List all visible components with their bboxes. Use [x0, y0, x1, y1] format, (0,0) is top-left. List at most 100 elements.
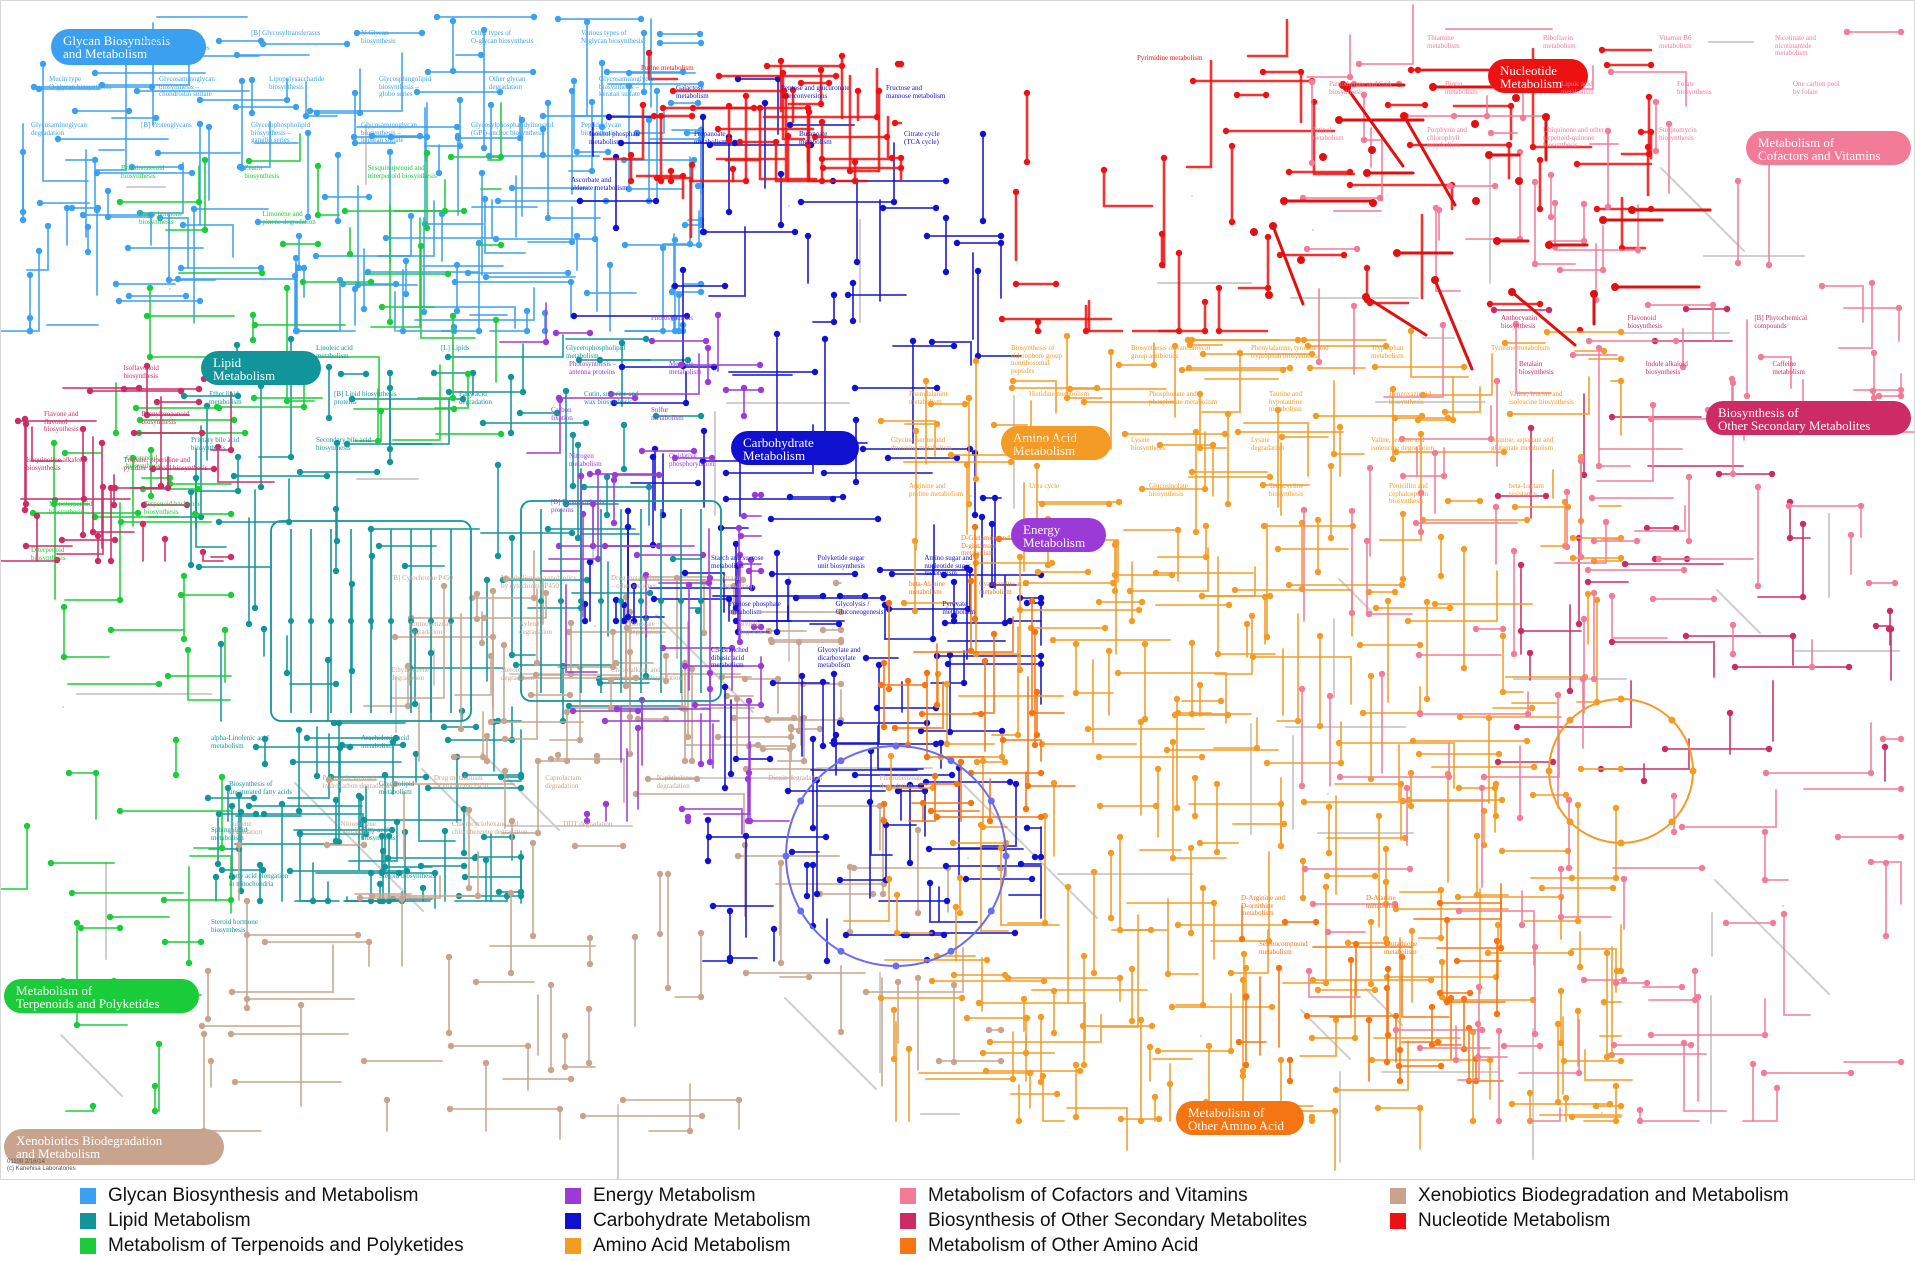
- reaction-path: [655, 176, 693, 239]
- legend-item: Carbohydrate Metabolism: [565, 1209, 811, 1233]
- compound-node: [637, 15, 645, 23]
- compound-node: [517, 771, 525, 779]
- compound-node: [1460, 1045, 1468, 1053]
- compound-node: [1617, 695, 1625, 703]
- compound-node: [304, 213, 312, 221]
- compound-node: [235, 791, 243, 799]
- compound-node: [404, 702, 412, 710]
- compound-node: [1395, 1062, 1403, 1070]
- compound-node: [1366, 464, 1374, 472]
- reaction-path: [1261, 70, 1303, 124]
- pathway-label: Phenylalanine metabolism: [909, 390, 949, 406]
- compound-node: [581, 617, 589, 625]
- compound-node: [642, 672, 650, 680]
- compound-node: [450, 753, 458, 761]
- compound-node: [77, 924, 85, 932]
- nucleotide-path: [1271, 224, 1305, 306]
- compound-node: [974, 267, 982, 275]
- compound-node: [252, 743, 260, 751]
- compound-node: [979, 494, 987, 502]
- compound-node: [1224, 500, 1232, 508]
- compound-node: [702, 337, 710, 345]
- compound-node: [1128, 1017, 1136, 1025]
- compound-node: [625, 185, 633, 193]
- pathway-label: Isoflavonoid biosynthesis: [123, 364, 159, 380]
- compound-node: [1617, 1102, 1625, 1110]
- compound-node: [1536, 300, 1544, 308]
- compound-node: [953, 780, 961, 788]
- reaction-path: [870, 750, 893, 856]
- compound-node: [1031, 853, 1039, 861]
- compound-node: [1493, 377, 1501, 385]
- compound-node: [1760, 1069, 1768, 1077]
- compound-node: [656, 30, 664, 38]
- compound-node: [355, 792, 363, 800]
- compound-node: [610, 519, 618, 527]
- compound-node: [832, 72, 840, 80]
- compound-node: [897, 154, 905, 162]
- compound-node: [1612, 979, 1620, 987]
- compound-node: [1580, 976, 1588, 984]
- reaction-path: [758, 106, 818, 181]
- reaction-path: [991, 626, 1019, 736]
- compound-node: [563, 757, 571, 765]
- pathway-label: Benzoxazinoid biosynthesis: [1389, 390, 1431, 406]
- reaction-path: [1034, 826, 1042, 858]
- compound-node: [1431, 600, 1439, 608]
- compound-node: [445, 1029, 453, 1037]
- compound-node: [99, 483, 107, 491]
- reaction-path: [1410, 330, 1469, 378]
- compound-node: [1435, 206, 1443, 214]
- compound-node: [624, 613, 632, 621]
- compound-node: [1009, 1075, 1017, 1083]
- compound-node: [588, 167, 596, 175]
- compound-node: [86, 387, 94, 395]
- compound-node: [1573, 160, 1581, 168]
- compound-node: [979, 1049, 987, 1057]
- compound-node: [378, 832, 386, 840]
- compound-node: [634, 724, 642, 732]
- compound-node: [1431, 449, 1439, 457]
- compound-node: [524, 1042, 532, 1050]
- pathway-label: Arachidonic acid metabolism: [361, 734, 410, 750]
- compound-node: [774, 75, 782, 83]
- compound-node: [1371, 363, 1379, 371]
- compound-node: [619, 1096, 627, 1104]
- compound-node: [256, 897, 264, 905]
- compound-node: [566, 691, 574, 699]
- compound-node: [172, 736, 180, 744]
- compound-node: [1564, 503, 1572, 511]
- compound-node: [1556, 266, 1564, 274]
- compound-node: [303, 734, 311, 742]
- compound-node: [245, 802, 253, 810]
- reaction-path: [527, 206, 573, 243]
- compound-node: [681, 569, 689, 577]
- compound-node: [645, 116, 653, 124]
- compound-node: [227, 1030, 235, 1038]
- compound-node: [554, 751, 562, 759]
- compound-node: [1028, 875, 1036, 883]
- compound-node: [972, 475, 980, 483]
- compound-node: [1868, 279, 1876, 287]
- compound-node: [613, 705, 621, 713]
- compound-node: [609, 663, 617, 671]
- reaction-path: [441, 242, 480, 332]
- compound-node: [698, 598, 704, 604]
- compound-node: [1037, 1078, 1045, 1086]
- pathway-label: Caprolactam degradation: [545, 774, 582, 790]
- compound-node: [36, 199, 44, 207]
- compound-node: [1391, 900, 1399, 908]
- compound-node: [1564, 847, 1572, 855]
- compound-node: [696, 30, 704, 38]
- compound-node: [1286, 1077, 1294, 1085]
- compound-node: [1221, 430, 1229, 438]
- nucleotide-path: [1510, 290, 1577, 347]
- legend-item: Xenobiotics Biodegradation and Metabolis…: [1390, 1184, 1789, 1208]
- compound-node: [1887, 625, 1895, 633]
- compound-node: [445, 953, 453, 961]
- compound-node: [822, 833, 830, 841]
- compound-node: [1174, 526, 1182, 534]
- compound-node: [1146, 1043, 1154, 1051]
- compound-node: [1114, 669, 1122, 677]
- compound-node: [888, 154, 896, 162]
